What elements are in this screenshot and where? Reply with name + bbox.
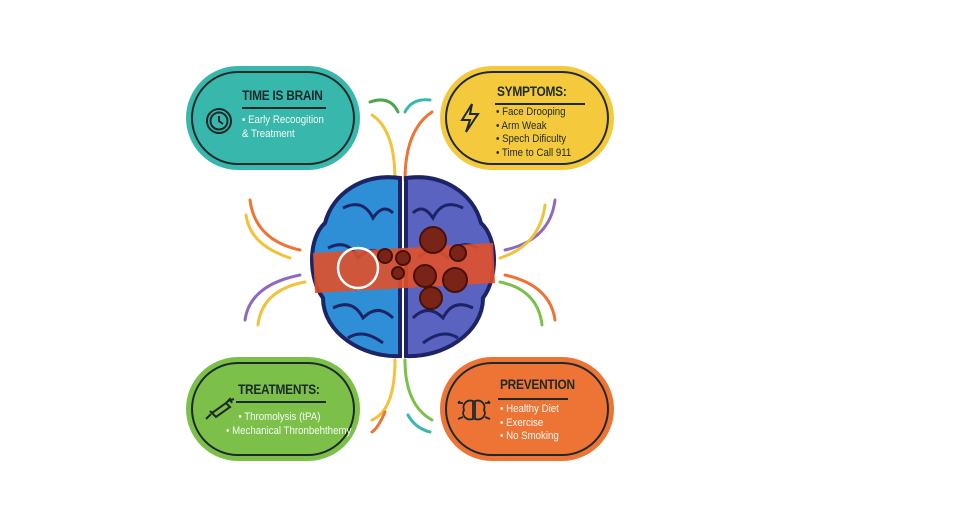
brain-clot-icon [310, 175, 496, 359]
clock-icon [206, 108, 232, 134]
list-item: • No Smoking [500, 430, 559, 442]
panel-prevention: PREVENTION • Healthy Diet • Exercise • N… [440, 357, 614, 461]
panel-items: • Face Drooping • Arm Weak • Spech Dific… [496, 106, 571, 160]
list-item: • Face Drooping [496, 106, 566, 118]
list-item: • Arm Weak [496, 119, 547, 132]
panel-treatments: TREATMENTS: • Thromolysis (tPA) • Mechan… [186, 357, 360, 461]
panel-title: SYMPTOMS: [497, 83, 567, 99]
list-item: • Thromolysis (tPA) [238, 411, 321, 423]
panel-items: • Early Recoogition & Treatment [242, 114, 324, 141]
lightning-icon [460, 103, 480, 133]
panel-symptoms: SYMPTOMS: • Face Drooping • Arm Weak • S… [440, 66, 614, 170]
list-item: • Healthy Diet [500, 403, 559, 415]
list-item: • Spech Dificulty [496, 133, 567, 145]
panel-items: • Thromolysis (tPA) • Mechanical Thronbe… [226, 411, 351, 438]
panel-title: TREATMENTS: [238, 381, 320, 397]
panel-items: • Healthy Diet • Exercise • No Smoking [500, 403, 559, 444]
brain-arrows-icon [457, 399, 491, 421]
list-item: • Exercise [500, 416, 544, 429]
syringe-icon [205, 397, 235, 420]
list-item: & Treatment [242, 127, 295, 140]
panel-title: TIME IS BRAIN [242, 87, 323, 103]
list-item: • Early Recoogition [242, 114, 324, 126]
panel-title: PREVENTION [500, 376, 575, 392]
list-item: • Time to Call 911 [496, 146, 572, 159]
list-item: • Mechanical Thronbehthemy [226, 424, 352, 437]
panel-time-is-brain: TIME IS BRAIN • Early Recoogition & Trea… [186, 66, 360, 170]
